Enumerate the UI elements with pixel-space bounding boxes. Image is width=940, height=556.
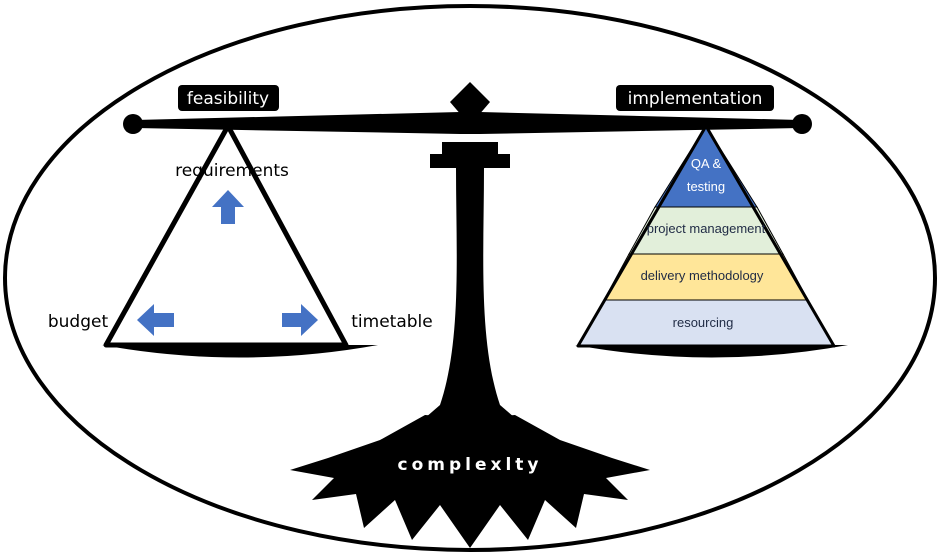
scale-post xyxy=(425,142,515,418)
post-collar xyxy=(430,154,510,168)
pyramid-project-management: project management xyxy=(647,221,766,236)
budget-label: budget xyxy=(48,312,109,332)
left-triangle xyxy=(103,123,349,348)
beam-end-left xyxy=(123,114,143,134)
feasibility-label: feasibility xyxy=(187,89,269,109)
scale-beam xyxy=(135,112,800,134)
arrow-right-icon xyxy=(282,304,318,336)
implementation-label-box xyxy=(616,85,774,111)
right-pan xyxy=(575,345,848,358)
beam-end-right xyxy=(792,114,812,134)
arrow-left-icon xyxy=(137,304,174,336)
complexity-label: complexlty xyxy=(398,455,543,475)
scale-roots xyxy=(290,415,650,548)
left-pan xyxy=(102,345,378,358)
requirements-label: requirements xyxy=(175,161,289,181)
timetable-label: timetable xyxy=(351,312,432,332)
pyramid-layer-qa-testing xyxy=(654,125,758,208)
implementation-label: implementation xyxy=(628,89,763,109)
pyramid-outline xyxy=(576,124,836,348)
pyramid-qa-line1: QA & xyxy=(691,156,722,171)
pyramid-resourcing: resourcing xyxy=(673,315,734,330)
scale-finial xyxy=(450,82,490,130)
pyramid-delivery-methodology: delivery methodology xyxy=(641,268,764,283)
arrow-up-icon xyxy=(212,190,244,224)
feasibility-label-box xyxy=(178,85,279,111)
pyramid-qa-line2: testing xyxy=(687,179,725,194)
